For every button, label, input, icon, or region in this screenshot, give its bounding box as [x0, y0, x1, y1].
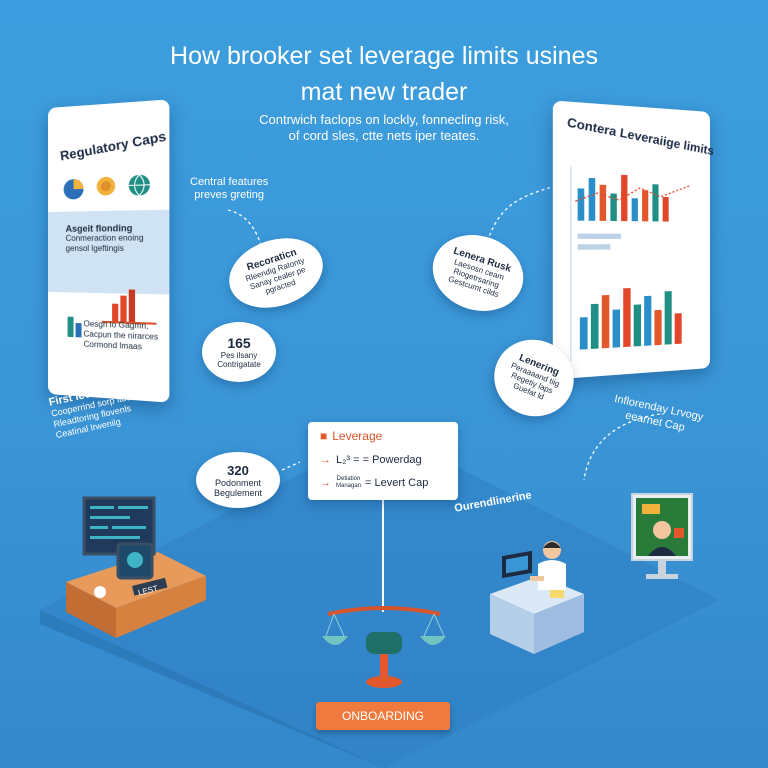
arrow-right-icon: → — [320, 454, 331, 466]
bubble-165-line-1: Pes ilsany — [221, 351, 257, 360]
leverage-card-row-2: → Detiation Managan = Levert Cap — [320, 476, 428, 490]
leverage-card-row-2-text: = Levert Cap — [365, 477, 428, 489]
lower-bar-6 — [634, 304, 641, 346]
desk-papers — [550, 590, 564, 598]
legend-bar-2 — [578, 244, 611, 249]
upper-chart — [575, 173, 690, 222]
scale-string-r2 — [434, 614, 444, 636]
scale-beam — [328, 608, 440, 614]
lower-bar-5 — [623, 288, 630, 347]
leverage-card-head: ■ Leverage — [320, 429, 382, 443]
monitor-stand — [658, 560, 666, 574]
panel-text-1-line-2: Conmeraction enoing — [66, 233, 144, 244]
leverage-card-head-text: Leverage — [332, 429, 382, 443]
regulatory-caps-title: Regulatory Caps — [59, 128, 167, 163]
leverage-limits-title: Contera Leveraiige limits — [566, 115, 715, 158]
arrow-right-icon: → — [320, 477, 331, 489]
person-arm — [530, 576, 544, 581]
leverage-limits-panel: Contera Leveraiige limits — [553, 100, 710, 379]
legend-bar-1 — [578, 234, 621, 239]
upper-bar-6 — [632, 198, 638, 221]
leverage-card-row-1: → L₂³ = = Powerdag — [320, 454, 422, 466]
upper-bar-7 — [642, 190, 648, 221]
bar-3 — [129, 289, 135, 323]
panel-text-1-line-1: Asgeit flonding — [66, 223, 144, 234]
video-call-person-icon — [653, 521, 671, 539]
connector-right-top — [488, 186, 556, 240]
coffee-cup — [94, 586, 106, 598]
leverage-card-small-label: Detiation Managan — [336, 476, 361, 490]
connector-central — [228, 210, 262, 248]
pillar-1 — [68, 317, 74, 337]
right-monitor — [628, 490, 698, 586]
bubble-165-line-2: Contrigatate — [217, 360, 261, 369]
lower-bar-1 — [580, 317, 588, 350]
scale-pan-right — [420, 636, 446, 645]
screen-widget — [674, 528, 684, 538]
trader-at-desk — [480, 536, 592, 656]
monitor-app-icon — [127, 552, 143, 568]
leverage-badge-icon: ■ — [320, 429, 327, 443]
monitor-base — [646, 574, 678, 579]
trading-desk — [60, 490, 210, 640]
lower-bar-7 — [644, 296, 651, 346]
central-features-caption: Central features preves greting — [190, 176, 268, 202]
pie-chart-slice — [74, 179, 84, 189]
onboarding-button[interactable]: ONBOARDING — [316, 702, 450, 730]
pillar-2 — [76, 323, 82, 337]
lower-chart — [580, 287, 682, 350]
scale-post — [380, 654, 388, 678]
scale-base — [366, 676, 402, 688]
bar-chart-icon — [564, 155, 702, 372]
bubble-165-number: 165 — [227, 335, 250, 351]
lower-bar-10 — [675, 313, 682, 344]
callout-line-1: Podonment — [215, 478, 261, 488]
lower-bar-9 — [665, 291, 672, 345]
leverage-card-small-2: Managan — [336, 483, 361, 490]
upper-bar-9 — [663, 197, 669, 222]
panel-text-block-1: Asgeit flonding Conmeraction enoing gens… — [66, 223, 144, 254]
callout-line-2: Begulement — [214, 488, 262, 498]
upper-bar-3 — [600, 185, 606, 221]
lower-bar-2 — [591, 304, 599, 349]
leverage-card-small-1: Detiation — [336, 476, 361, 483]
scale-string-l1 — [326, 614, 334, 636]
person-shirt — [538, 560, 566, 590]
panel-text-1-line-3: gensol lgeftingis — [66, 244, 144, 254]
central-features-line-1: Central features — [190, 176, 268, 189]
connector-callout — [282, 462, 300, 470]
lower-bar-3 — [602, 295, 610, 348]
scale-center-weight — [366, 632, 402, 654]
screen-badge — [642, 504, 660, 514]
upper-bar-8 — [652, 184, 658, 221]
panel-text-block-2: Oesgn lo Gagmn, Cacpun the nirarces Corm… — [84, 319, 159, 353]
balance-scale-icon — [320, 596, 448, 696]
bubble-165: 165 Pes ilsany Contrigatate — [202, 322, 276, 382]
person-hair — [543, 542, 561, 548]
scale-pan-left — [322, 636, 348, 645]
panel-icons-row — [62, 168, 161, 206]
central-features-line-2: preves greting — [190, 189, 268, 202]
upper-bar-2 — [589, 178, 596, 221]
bar-2 — [120, 296, 126, 323]
scale-string-l2 — [334, 614, 344, 636]
leverage-card-row-1-text: L₂³ = = Powerdag — [336, 454, 422, 466]
leverage-card: ■ Leverage → L₂³ = = Powerdag → Detiation … — [308, 422, 458, 500]
lower-bar-8 — [654, 310, 661, 345]
regulatory-caps-panel: Regulatory Caps Asgeit flonding Conmerac… — [48, 99, 169, 402]
scale-string-r1 — [424, 614, 434, 636]
callout-number: 320 — [227, 463, 249, 478]
upper-bar-1 — [578, 188, 585, 220]
lower-bar-4 — [613, 309, 620, 347]
